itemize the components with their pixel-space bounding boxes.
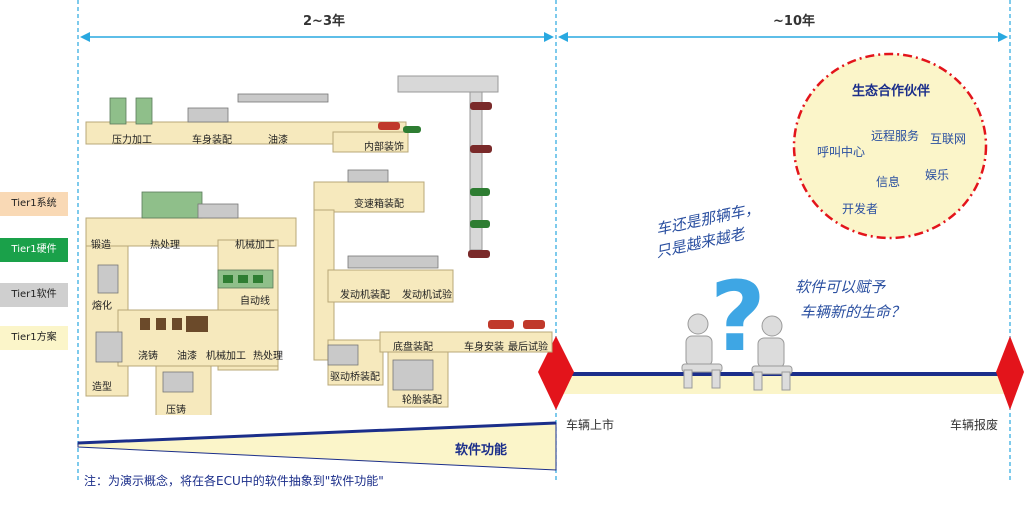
ecosystem-developer: 开发者 (842, 200, 878, 217)
handwriting-line-4: 车辆新的生命？ (800, 301, 905, 322)
station-molding: 造型 (92, 378, 112, 393)
station-auto-line: 自动线 (240, 292, 270, 307)
legend-tier1-hardware: Tier1硬件 (0, 238, 68, 262)
software-function-label: 软件功能 (455, 439, 507, 458)
station-machining-bottom: 机械加工 (206, 347, 246, 362)
station-engine-assy: 发动机装配 (340, 286, 390, 301)
legend-tier1-system: Tier1系统 (0, 192, 68, 216)
station-wheel: 轮胎装配 (402, 391, 442, 406)
station-heat-treat: 热处理 (150, 236, 180, 251)
ecosystem-entertainment: 娱乐 (925, 166, 949, 183)
station-final-test: 最后试验 (508, 338, 548, 353)
station-casting: 浇铸 (138, 347, 158, 362)
station-gearbox: 变速箱装配 (354, 195, 404, 210)
station-engine-test: 发动机试验 (402, 286, 452, 301)
station-melting: 熔化 (92, 297, 112, 312)
thinking-figures-illustration: ? (676, 262, 796, 394)
milestone-scrap-label: 车辆报废 (950, 416, 998, 433)
station-paint-bottom: 油漆 (177, 347, 197, 362)
station-press: 压力加工 (112, 131, 152, 146)
period-left-label: 2~3年 (303, 10, 345, 29)
legend-tier1-software: Tier1软件 (0, 283, 68, 307)
legend-tier1-solution: Tier1方案 (0, 326, 68, 350)
station-forging: 锻造 (91, 236, 111, 251)
station-machining-top: 机械加工 (235, 236, 275, 251)
milestone-launch-label: 车辆上市 (566, 416, 614, 433)
station-chassis: 底盘装配 (393, 338, 433, 353)
station-drive-axle: 驱动桥装配 (330, 368, 380, 383)
ecosystem-internet: 互联网 (930, 130, 966, 147)
station-interior: 内部装饰 (364, 138, 404, 153)
svg-text:?: ? (710, 262, 766, 373)
period-right-label: ~10年 (773, 10, 815, 29)
ecosystem-info: 信息 (876, 173, 900, 190)
ecosystem-title: 生态合作伙伴 (852, 80, 930, 99)
footnote: 注：为演示概念，将在各ECU中的软件抽象到"软件功能" (84, 472, 384, 489)
station-body-mount: 车身安装 (464, 338, 504, 353)
station-paint-top: 油漆 (268, 131, 288, 146)
ecosystem-call-center: 呼叫中心 (817, 143, 865, 160)
station-heat-treat-2: 热处理 (253, 347, 283, 362)
handwriting-line-3: 软件可以赋予 (795, 276, 885, 297)
station-die-cast: 压铸 (166, 401, 186, 416)
ecosystem-remote-service: 远程服务 (871, 127, 919, 144)
station-body: 车身装配 (192, 131, 232, 146)
